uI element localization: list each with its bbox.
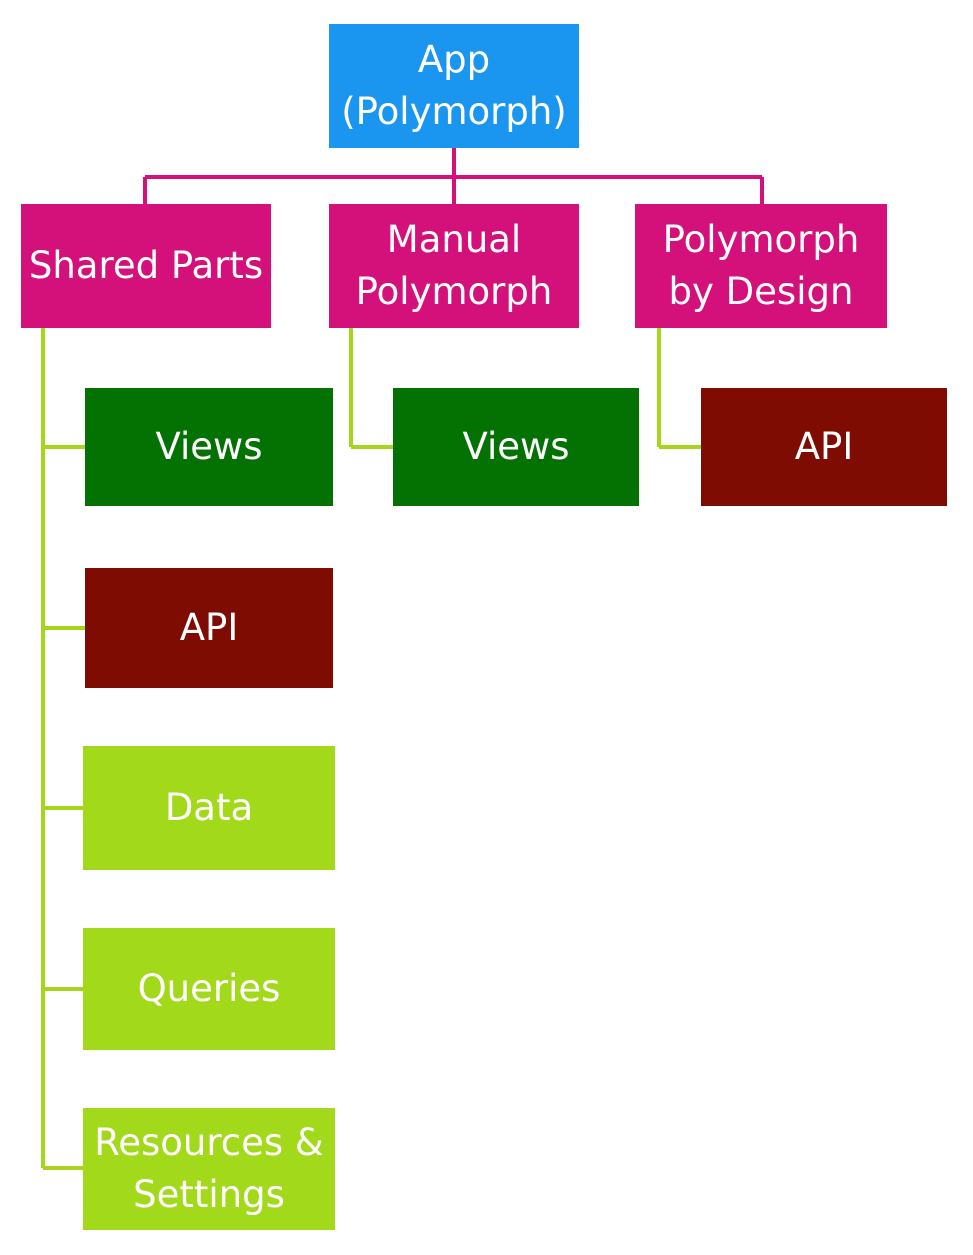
shared-api-node: API: [85, 568, 333, 688]
branch-shared-parts-label: Shared Parts: [28, 244, 264, 287]
root-node-label: App (Polymorph): [341, 38, 567, 133]
branch-polymorph-by-design-label: Polymorph by Design: [662, 218, 860, 313]
shared-queries-label: Queries: [137, 967, 281, 1010]
branch-shared-parts: Shared Parts: [21, 204, 271, 328]
branch-polymorph-by-design: Polymorph by Design: [635, 204, 887, 328]
manual-views-node: Views: [393, 388, 639, 506]
shared-resources-settings-node: Resources & Settings: [83, 1108, 335, 1230]
design-api-node: API: [701, 388, 947, 506]
design-api-label: API: [794, 425, 854, 468]
branch-manual-polymorph-label: Manual Polymorph: [355, 218, 553, 313]
shared-views-node: Views: [85, 388, 333, 506]
shared-data-label: Data: [164, 786, 254, 829]
shared-api-label: API: [179, 606, 239, 649]
manual-views-label: Views: [462, 425, 570, 468]
root-node: App (Polymorph): [329, 24, 579, 148]
shared-resources-settings-label: Resources & Settings: [94, 1121, 324, 1216]
shared-queries-node: Queries: [83, 928, 335, 1050]
shared-data-node: Data: [83, 746, 335, 870]
shared-views-label: Views: [155, 425, 263, 468]
branch-manual-polymorph: Manual Polymorph: [329, 204, 579, 328]
